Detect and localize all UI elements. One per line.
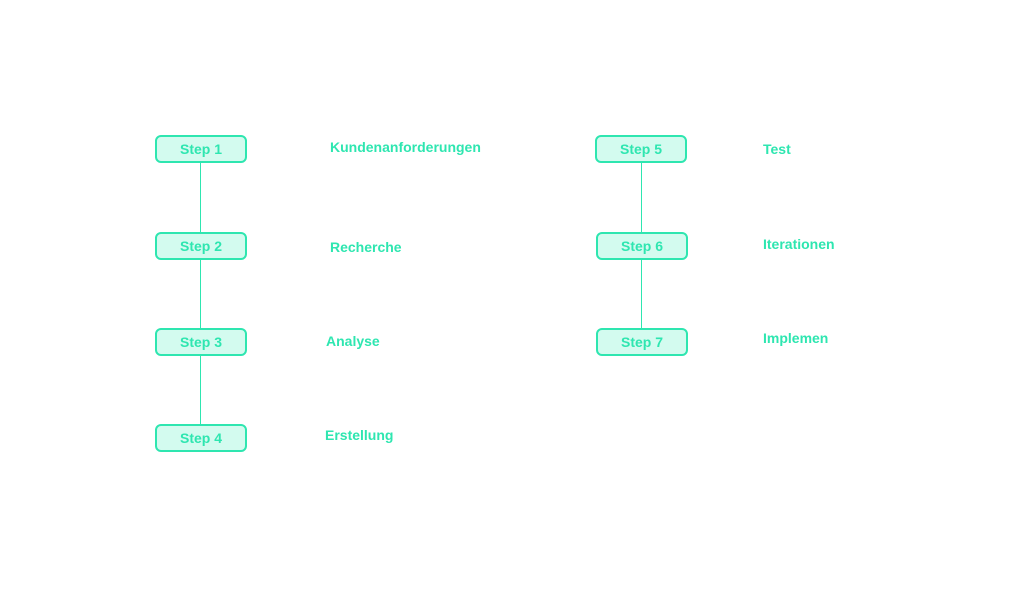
connector-step5-step6 — [641, 162, 642, 233]
step-description-4: Erstellung — [325, 427, 394, 443]
step-box-1: Step 1 — [155, 135, 247, 163]
step-label: Step 7 — [620, 334, 663, 350]
step-label: Step 6 — [620, 238, 663, 254]
step-box-2: Step 2 — [155, 232, 247, 260]
step-description-3: Analyse — [326, 333, 380, 349]
step-box-6: Step 6 — [596, 232, 688, 260]
step-box-4: Step 4 — [155, 424, 247, 452]
connector-step1-step2 — [200, 163, 201, 232]
step-box-5: Step 5 — [595, 135, 687, 163]
step-box-7: Step 7 — [596, 328, 688, 356]
step-description-1: Kundenanforderungen — [330, 139, 481, 155]
connector-step6-step7 — [641, 259, 642, 328]
step-label: Step 3 — [179, 334, 222, 350]
step-description-2: Recherche — [330, 239, 402, 255]
connector-step2-step3 — [200, 259, 201, 328]
step-label: Step 2 — [179, 238, 222, 254]
step-description-7: Implemen — [763, 330, 829, 346]
step-label: Step 1 — [179, 141, 222, 157]
step-label: Step 4 — [179, 430, 222, 446]
step-description-5: Test — [763, 141, 791, 157]
step-description-6: Iterationen — [763, 236, 835, 252]
connector-step3-step4 — [200, 355, 201, 424]
step-box-3: Step 3 — [155, 328, 247, 356]
step-label: Step 5 — [619, 141, 662, 157]
